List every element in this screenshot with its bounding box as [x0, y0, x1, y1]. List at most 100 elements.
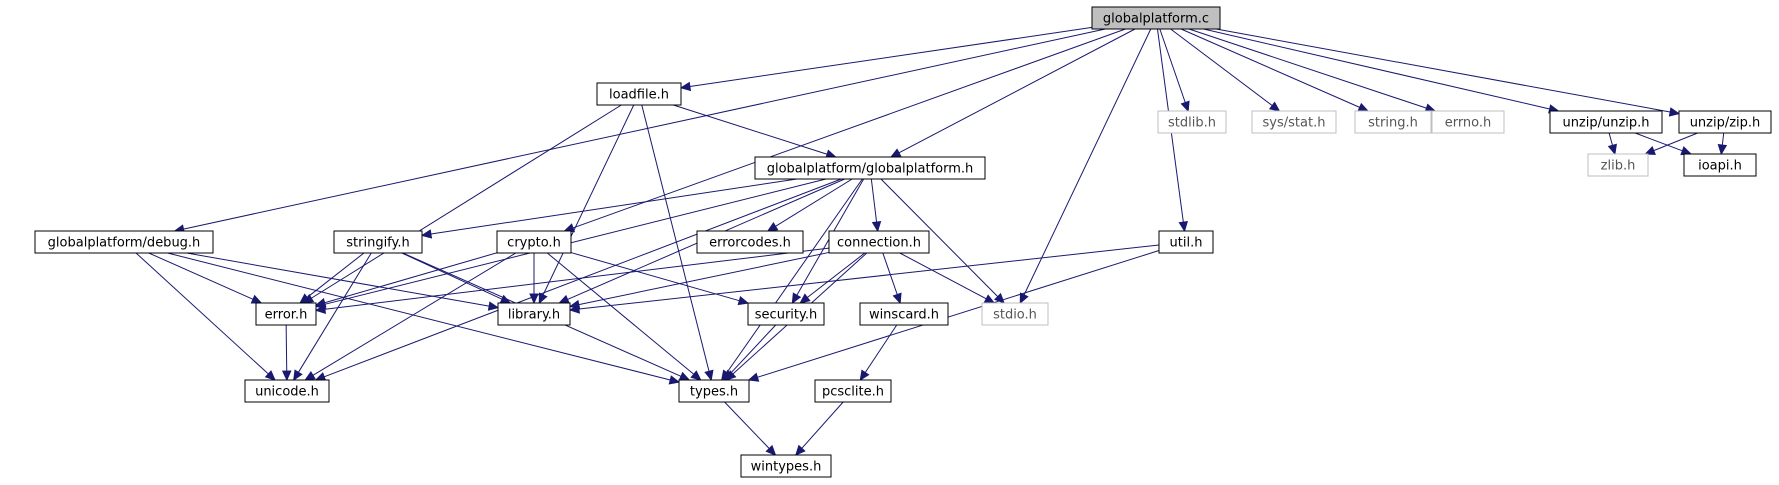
- edge-connection_h-to-library_h: [578, 251, 830, 306]
- node-wintypes-h[interactable]: wintypes.h: [740, 454, 832, 478]
- edge-stringify_h-to-unicode_h: [297, 252, 372, 373]
- edge-unzip_unzip_h-to-zlib_h: [1608, 132, 1613, 146]
- edge-globalplatform_c-to-stdio_h: [1023, 28, 1152, 296]
- edge-gp_gp_h-to-error_h: [324, 178, 827, 305]
- node-globalplatform-c[interactable]: globalplatform.c: [1091, 6, 1221, 30]
- edge-gp_debug_h-to-unicode_h: [135, 252, 269, 375]
- node-box: [678, 379, 750, 403]
- arrowhead-gp_gp_h-to-unicode_h: [314, 372, 327, 382]
- arrowhead-gp_gp_h-to-library_h: [558, 294, 570, 304]
- arrowhead-crypto_h-to-error_h: [314, 298, 327, 308]
- node-winscard-h[interactable]: winscard.h: [859, 302, 949, 326]
- node-ioapi-h[interactable]: ioapi.h: [1683, 153, 1757, 177]
- node-connection-h[interactable]: connection.h: [828, 230, 930, 254]
- node-label: zlib.h: [1601, 159, 1636, 174]
- edge-globalplatform_c-to-gp_debug_h: [183, 28, 1106, 230]
- edge-globalplatform_c-to-unzip_unzip_h: [1203, 28, 1550, 110]
- node-label: wintypes.h: [751, 460, 822, 475]
- node-label: stdio.h: [993, 308, 1037, 323]
- node-gp-debug-h[interactable]: globalplatform/debug.h: [34, 230, 214, 254]
- node-gp-gp-h[interactable]: globalplatform/globalplatform.h: [754, 156, 986, 180]
- node-label: security.h: [755, 308, 817, 323]
- node-crypto-h[interactable]: crypto.h: [496, 230, 572, 254]
- edge-globalplatform_c-to-unzip_zip_h: [1216, 28, 1671, 113]
- arrowhead-loadfile_h-to-types_h: [704, 369, 714, 382]
- node-box: [1683, 153, 1757, 177]
- edge-unzip_zip_h-to-zlib_h: [1653, 132, 1698, 152]
- node-box: [1678, 110, 1772, 134]
- arrowhead-winscard_h-to-pcsclite_h: [859, 369, 870, 382]
- arrowhead-types_h-to-wintypes_h: [765, 444, 777, 456]
- edge-gp_gp_h-to-stringify_h: [430, 178, 797, 235]
- arrowhead-connection_h-to-security_h: [799, 293, 811, 304]
- node-loadfile-h[interactable]: loadfile.h: [596, 82, 682, 106]
- node-sys-stat-h: sys/stat.h: [1251, 110, 1337, 134]
- node-label: error.h: [265, 308, 308, 323]
- edge-types_h-to-wintypes_h: [724, 401, 770, 449]
- edge-gp_gp_h-to-connection_h: [870, 178, 878, 223]
- node-label: sys/stat.h: [1263, 116, 1326, 131]
- node-label: unzip/zip.h: [1690, 116, 1761, 131]
- edge-connection_h-to-security_h: [807, 252, 866, 298]
- edge-loadfile_h-to-library_h: [542, 104, 635, 296]
- edge-util_h-to-library_h: [578, 244, 1160, 310]
- arrowhead-globalplatform_c-to-loadfile_h: [679, 81, 692, 92]
- node-label: errorcodes.h: [709, 236, 791, 251]
- node-box: [496, 230, 572, 254]
- node-label: stdlib.h: [1168, 116, 1216, 131]
- arrowhead-crypto_h-to-types_h: [690, 370, 702, 381]
- edge-stringify_h-to-error_h: [306, 252, 365, 298]
- node-types-h[interactable]: types.h: [678, 379, 750, 403]
- arrowhead-crypto_h-to-library_h: [529, 293, 539, 305]
- arrowhead-gp_gp_h-to-connection_h: [871, 220, 882, 233]
- node-label: crypto.h: [507, 236, 561, 251]
- edge-crypto_h-to-security_h: [570, 252, 740, 302]
- node-util-h[interactable]: util.h: [1158, 230, 1214, 254]
- arrowhead-stringify_h-to-types_h: [678, 371, 691, 381]
- node-label: library.h: [508, 308, 560, 323]
- node-box: [1587, 153, 1649, 177]
- node-box: [696, 230, 804, 254]
- arrowhead-gp_gp_h-to-stringify_h: [420, 229, 433, 239]
- node-box: [814, 379, 892, 403]
- arrowhead-util_h-to-types_h: [747, 372, 760, 382]
- node-box: [596, 82, 682, 106]
- edge-crypto_h-to-unicode_h: [312, 252, 517, 376]
- node-stringify-h[interactable]: stringify.h: [333, 230, 423, 254]
- node-box: [1158, 230, 1214, 254]
- arrowhead-unzip_unzip_h-to-ioapi_h: [1680, 146, 1692, 156]
- arrowhead-pcsclite_h-to-wintypes_h: [795, 444, 806, 456]
- node-pcsclite-h[interactable]: pcsclite.h: [814, 379, 892, 403]
- node-box: [981, 302, 1049, 326]
- header-nodes: globalplatform.c loadfile.h stdlib.h sys/st…: [34, 6, 1772, 478]
- edge-loadfile_h-to-gp_gp_h: [673, 104, 828, 155]
- edge-connection_h-to-stdio_h: [899, 252, 987, 300]
- edge-stringify_h-to-library_h: [401, 252, 503, 300]
- arrowhead-gp_debug_h-to-error_h: [250, 294, 263, 304]
- node-security-h[interactable]: security.h: [747, 302, 825, 326]
- arrowhead-stringify_h-to-error_h: [299, 293, 311, 304]
- node-box: [497, 302, 571, 326]
- node-errorcodes-h[interactable]: errorcodes.h: [696, 230, 804, 254]
- dependency-edges: [135, 26, 1728, 456]
- node-box: [828, 230, 930, 254]
- node-unzip-zip-h[interactable]: unzip/zip.h: [1678, 110, 1772, 134]
- arrowhead-connection_h-to-error_h: [314, 304, 327, 314]
- arrowhead-globalplatform_c-to-stdio_h: [1019, 292, 1029, 305]
- node-library-h[interactable]: library.h: [497, 302, 571, 326]
- arrowhead-unzip_zip_h-to-ioapi_h: [1717, 144, 1728, 156]
- node-label: unzip/unzip.h: [1562, 116, 1649, 131]
- node-unzip-unzip-h[interactable]: unzip/unzip.h: [1549, 110, 1663, 134]
- edge-crypto_h-to-types_h: [546, 252, 695, 375]
- edge-connection_h-to-error_h: [324, 247, 830, 310]
- node-box: [34, 230, 214, 254]
- node-error-h[interactable]: error.h: [255, 302, 317, 326]
- edge-globalplatform_c-to-sys_stat_h: [1170, 28, 1273, 106]
- node-zlib-h: zlib.h: [1587, 153, 1649, 177]
- node-label: globalplatform/debug.h: [48, 236, 201, 251]
- arrowhead-error_h-to-unicode_h: [281, 370, 292, 382]
- node-label: types.h: [690, 385, 738, 400]
- node-unicode-h[interactable]: unicode.h: [244, 379, 330, 403]
- node-label: loadfile.h: [609, 88, 669, 103]
- edge-security_h-to-types_h: [730, 324, 777, 374]
